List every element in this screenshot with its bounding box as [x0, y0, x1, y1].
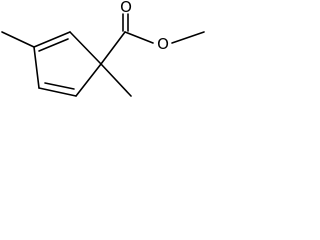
- bond-c2-c3: [33, 31, 71, 48]
- bond-c4-c5-double: [44, 82, 75, 90]
- structure-diagram: O O: [1, 0, 205, 97]
- bond-methyl-left: [1, 31, 35, 48]
- bond-c5-c1: [75, 63, 102, 97]
- bond-c4-c5: [38, 87, 77, 97]
- bond-c3-c4: [33, 46, 40, 89]
- bond-c1-carbonyl: [100, 31, 126, 65]
- ester-oxygen-label: O: [157, 35, 169, 53]
- bond-c2-c3-double: [38, 38, 69, 52]
- bond-c1-c2: [69, 31, 102, 65]
- bond-methyl-quaternary: [100, 63, 132, 97]
- carbonyl-oxygen-label: O: [120, 0, 132, 16]
- bond-ester-o-methyl: [171, 31, 205, 44]
- bond-carbonyl-ester-o: [124, 31, 154, 44]
